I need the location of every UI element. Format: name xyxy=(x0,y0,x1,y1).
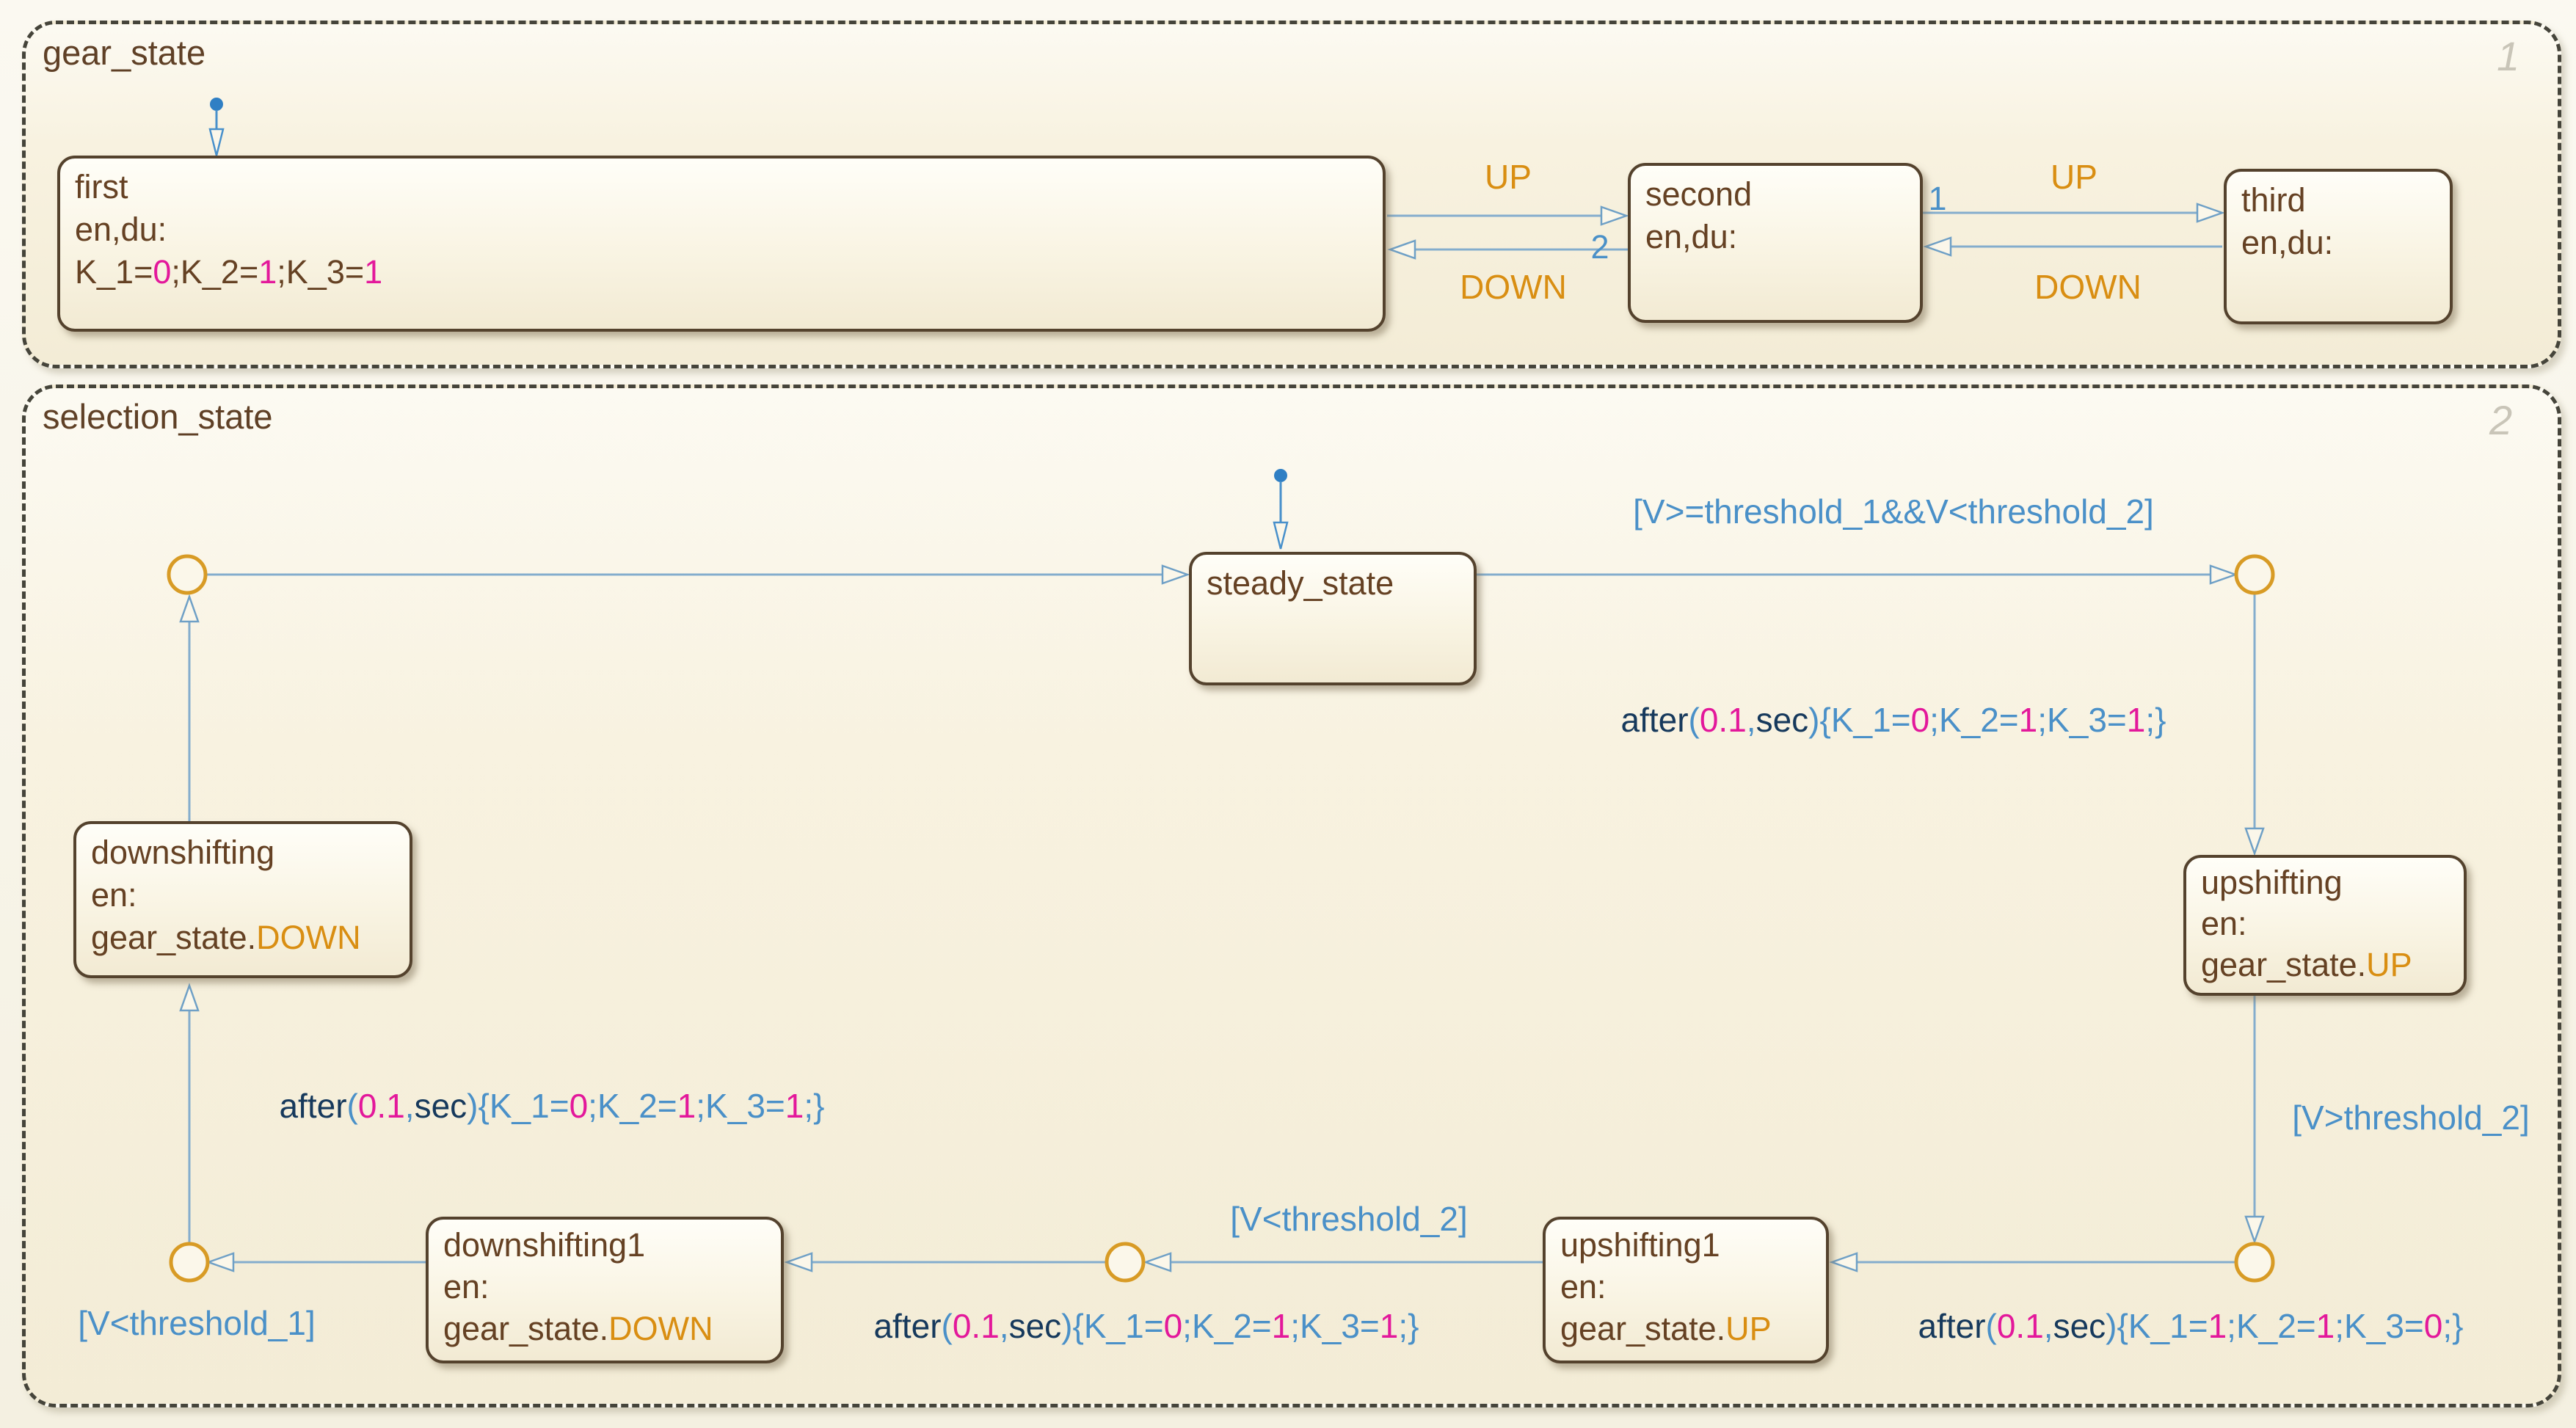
transition-condition-steady-to-right[interactable]: [V>=threshold_1&&V<threshold_2] xyxy=(1633,492,2154,531)
state-action-keywords: en,du: xyxy=(2241,224,2334,261)
transition-right-junction-to-upshifting[interactable] xyxy=(2244,594,2265,856)
junction-bottom-right[interactable] xyxy=(2234,1242,2275,1283)
default-transition-first[interactable] xyxy=(208,98,225,156)
transition-downshifting1-to-bottom-left-junction[interactable] xyxy=(205,1252,426,1272)
state-action-keywords: en: xyxy=(2201,905,2247,942)
state-action-code: gear_state.UP xyxy=(1560,1310,1772,1347)
transition-condition-v-lt-threshold1[interactable]: [V<threshold_1] xyxy=(78,1304,316,1342)
state-action-code: K_1=0;K_2=1;K_3=1 xyxy=(75,253,383,291)
transition-order-1[interactable]: 1 xyxy=(1928,180,1947,217)
transition-action-right[interactable]: after(0.1,sec){K_1=0;K_2=1;K_3=1;} xyxy=(1620,701,2166,739)
gear-state-label: gear_state xyxy=(43,33,206,72)
transition-downshifting-to-left-junction[interactable] xyxy=(179,594,200,821)
junction-left[interactable] xyxy=(167,554,208,595)
state-action-keywords: en,du: xyxy=(1645,218,1738,255)
transition-label-down-second-first[interactable]: DOWN xyxy=(1460,268,1567,306)
transition-label-up-second-third[interactable]: UP xyxy=(2051,158,2097,196)
state-title: upshifting xyxy=(2201,864,2343,901)
transition-order-2[interactable]: 2 xyxy=(1590,228,1609,266)
transition-label-down-third-second[interactable]: DOWN xyxy=(2034,268,2142,306)
transition-upshifting1-to-middle-junction[interactable] xyxy=(1143,1252,1543,1272)
state-third[interactable]: third en,du: xyxy=(2224,169,2453,324)
transition-bottom-right-junction-to-upshifting1[interactable] xyxy=(1829,1252,2235,1272)
state-downshifting1[interactable]: downshifting1 en: gear_state.DOWN xyxy=(426,1217,784,1363)
transition-bottom-left-junction-to-downshifting[interactable] xyxy=(179,983,200,1243)
state-action-code: gear_state.DOWN xyxy=(443,1310,713,1347)
junction-right[interactable] xyxy=(2234,554,2275,595)
transition-second-to-third[interactable] xyxy=(1923,203,2225,223)
transition-middle-junction-to-downshifting1[interactable] xyxy=(784,1252,1106,1272)
state-title: second xyxy=(1645,175,1753,213)
state-first[interactable]: first en,du: K_1=0;K_2=1;K_3=1 xyxy=(57,156,1386,332)
junction-bottom-middle[interactable] xyxy=(1105,1242,1146,1283)
state-action-code: gear_state.UP xyxy=(2201,946,2412,983)
state-title: downshifting xyxy=(91,834,275,871)
transition-left-junction-to-steady-state[interactable] xyxy=(206,564,1190,585)
selection-state-label: selection_state xyxy=(43,397,273,436)
transition-condition-v-lt-threshold2[interactable]: [V<threshold_2] xyxy=(1230,1200,1468,1238)
state-downshifting[interactable]: downshifting en: gear_state.DOWN xyxy=(73,821,412,978)
state-action-keywords: en,du: xyxy=(75,211,167,248)
default-transition-steady-state[interactable] xyxy=(1273,469,1289,550)
transition-action-bottom-middle[interactable]: after(0.1,sec){K_1=0;K_2=1;K_3=1;} xyxy=(873,1307,1419,1345)
gear-state-order-badge: 1 xyxy=(2497,33,2520,79)
transition-action-left[interactable]: after(0.1,sec){K_1=0;K_2=1;K_3=1;} xyxy=(279,1087,825,1125)
transition-action-bottom-right[interactable]: after(0.1,sec){K_1=1;K_2=1;K_3=0;} xyxy=(1918,1307,2464,1345)
transition-first-to-second[interactable] xyxy=(1387,205,1629,226)
transition-condition-v-gt-threshold2[interactable]: [V>threshold_2] xyxy=(2292,1099,2530,1137)
state-second[interactable]: second en,du: xyxy=(1628,163,1923,323)
state-title: first xyxy=(75,168,128,205)
state-title: third xyxy=(2241,181,2306,219)
junction-bottom-left[interactable] xyxy=(169,1242,210,1283)
state-action-keywords: en: xyxy=(443,1268,490,1305)
state-title: steady_state xyxy=(1207,564,1394,602)
selection-state-order-badge: 2 xyxy=(2489,397,2513,443)
state-upshifting[interactable]: upshifting en: gear_state.UP xyxy=(2183,855,2467,996)
state-action-code: gear_state.DOWN xyxy=(91,919,361,956)
transition-third-to-second[interactable] xyxy=(1923,236,2222,257)
state-steady-state[interactable]: steady_state xyxy=(1189,552,1477,685)
transition-second-to-first[interactable] xyxy=(1387,239,1628,260)
state-action-keywords: en: xyxy=(91,876,137,914)
state-title: downshifting1 xyxy=(443,1226,646,1264)
state-title: upshifting1 xyxy=(1560,1226,1720,1264)
state-upshifting1[interactable]: upshifting1 en: gear_state.UP xyxy=(1543,1217,1829,1363)
transition-upshifting-to-bottom-right-junction[interactable] xyxy=(2244,996,2265,1245)
state-action-keywords: en: xyxy=(1560,1268,1607,1305)
transition-steady-state-to-right-junction[interactable] xyxy=(1477,564,2238,585)
transition-label-up-first-second[interactable]: UP xyxy=(1485,158,1532,196)
